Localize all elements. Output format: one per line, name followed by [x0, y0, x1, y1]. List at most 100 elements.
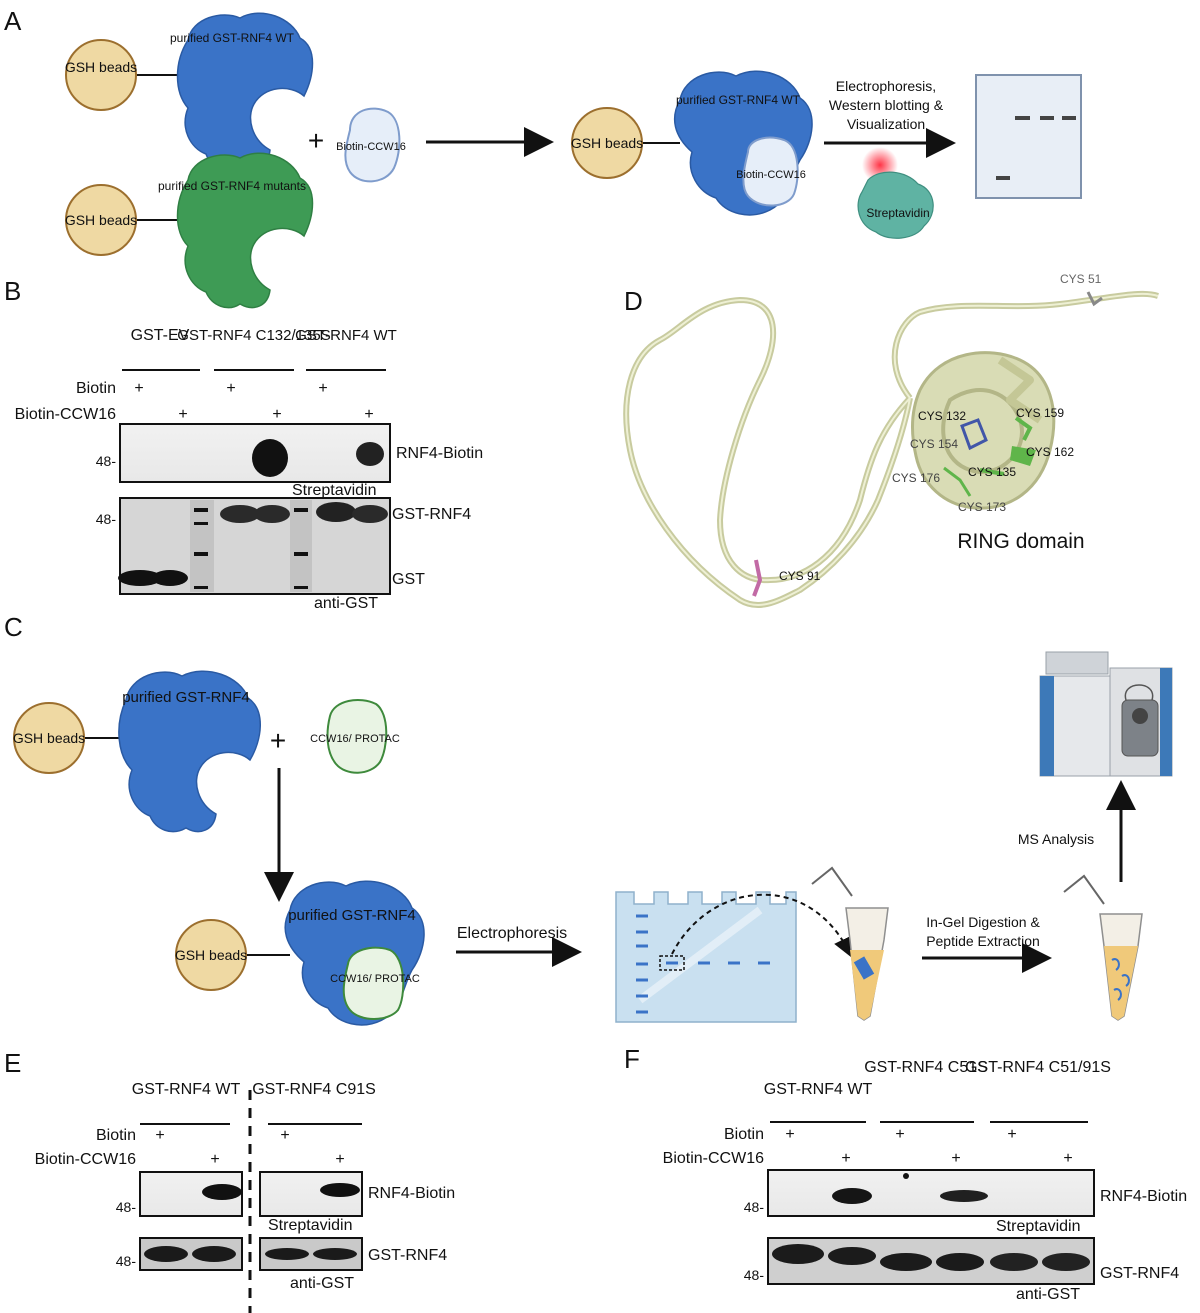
marker-48: 48- — [744, 1267, 765, 1283]
purified-complex-label: purified GST-RNF4 — [288, 907, 416, 924]
gel-ladder — [636, 914, 648, 1014]
blot-band — [316, 502, 356, 522]
plus-mark: + — [226, 380, 235, 397]
ligand-biotin-ccw16-icon — [344, 107, 401, 183]
band-label-gst-rnf4: GST-RNF4 — [368, 1247, 447, 1264]
tube-cap-icon — [1063, 874, 1105, 905]
blot-band — [990, 1253, 1038, 1271]
group-header-text: GST-EV — [131, 327, 190, 344]
gel-sheen — [637, 906, 763, 1004]
cys-176-sidechain — [943, 466, 972, 497]
group-header: GST-RNF4 C51S — [864, 1059, 988, 1076]
blot-result-icon — [975, 74, 1082, 199]
ligand-label: CCW16/ PROTAC — [310, 733, 400, 745]
gsh-bead-label: GSH beads — [571, 135, 643, 151]
panel-b: B GST-EV GST-RNF4 C132/135S GST-RNF4 WT … — [4, 276, 483, 612]
ladder-lane — [190, 500, 214, 592]
band-label-rnf4-biotin: RNF4-Biotin — [368, 1185, 455, 1202]
group-header: GST-RNF4 WT — [132, 1081, 241, 1098]
purified-wt-label: purified GST-RNF4 WT — [170, 31, 295, 45]
ladder-band — [194, 522, 208, 525]
blot-band — [144, 1246, 188, 1262]
blot-band — [772, 1244, 824, 1264]
gel-piece — [853, 956, 875, 980]
plus-mark: + — [1063, 1150, 1072, 1167]
ladder-band — [294, 508, 308, 512]
tube-liquid — [850, 950, 884, 1020]
ladder-lane — [290, 500, 312, 592]
plus-mark: + — [1007, 1126, 1016, 1143]
plus-mark: + — [272, 406, 281, 423]
group-header: GST-RNF4 C91S — [252, 1081, 376, 1098]
streptavidin-icon — [857, 171, 934, 239]
group-header: GST-RNF4 C51/91S — [965, 1059, 1111, 1076]
gsh-bead-label: GSH beads — [175, 947, 247, 963]
blot-band — [313, 1248, 357, 1260]
row-label-biotin: Biotin — [76, 380, 116, 397]
gel-icon — [615, 891, 797, 1023]
plus-mark: + — [134, 380, 143, 397]
row-label-biotin: Biotin — [96, 1127, 136, 1144]
plus-mark: + — [951, 1150, 960, 1167]
cys-159-sidechain — [1014, 416, 1033, 441]
plus-mark: + — [178, 406, 187, 423]
panel-f: F GST-RNF4 WT GST-RNF4 C51S GST-RNF4 C51… — [624, 1044, 1187, 1303]
blot-band — [202, 1184, 242, 1200]
ladder-band — [194, 552, 208, 556]
stain-label-anti-gst: anti-GST — [1016, 1286, 1080, 1303]
blot-band — [1042, 1253, 1090, 1271]
plus-mark: + — [335, 1151, 344, 1168]
blot-band — [828, 1247, 876, 1265]
panel-e: E GST-RNF4 WT GST-RNF4 C91S Biotin Bioti… — [4, 1048, 455, 1313]
plus-mark: + — [785, 1126, 794, 1143]
blot-streptavidin — [139, 1171, 243, 1217]
stain-label-streptavidin: Streptavidin — [292, 482, 377, 499]
plus-sign: + — [270, 725, 286, 756]
purified-label: purified GST-RNF4 — [122, 689, 250, 706]
marker-48: 48- — [96, 511, 117, 527]
digestion-line1: In-Gel Digestion & — [926, 914, 1040, 930]
ladder-band — [194, 508, 208, 512]
panel-label-f: F — [624, 1044, 640, 1074]
ladder-band — [294, 586, 308, 589]
ms-analysis-label: MS Analysis — [1018, 831, 1094, 847]
purified-mutants-label: purified GST-RNF4 mutants — [158, 179, 306, 193]
band-label-gst-rnf4: GST-RNF4 — [1100, 1265, 1179, 1282]
residue-label: CYS 135 — [968, 465, 1016, 479]
plus-mark: + — [364, 406, 373, 423]
group-header: GST-EV — [131, 327, 190, 344]
residue-label: CYS 51 — [1060, 272, 1102, 286]
gsh-bead-icon — [13, 702, 85, 774]
cys-91-sidechain — [752, 559, 763, 597]
row-label-biotin: Biotin — [724, 1126, 764, 1143]
blot-band — [352, 505, 388, 523]
row-label-biotin-ccw16: Biotin-CCW16 — [15, 406, 116, 423]
panel-label-c: C — [4, 612, 23, 642]
group-header: GST-RNF4 C132/135S — [177, 327, 330, 344]
plus-mark: + — [841, 1150, 850, 1167]
bound-ligand-icon — [742, 136, 799, 207]
protein-ribbon-highlight — [625, 292, 1159, 606]
blot-band — [192, 1246, 236, 1262]
marker-48: 48- — [116, 1253, 137, 1269]
panel-d: D CYS 51 CYS 132 CYS 159 CYS 154 CYS 162… — [623, 272, 1159, 608]
protein-wt-icon — [176, 12, 314, 173]
panel-label-d: D — [624, 286, 643, 316]
electrophoresis-label: Electrophoresis — [457, 925, 567, 942]
blot-band — [220, 505, 260, 523]
blot-band — [265, 1248, 309, 1260]
peptides-icon — [1111, 958, 1130, 1001]
cys-51-sidechain — [1086, 291, 1103, 307]
blot-band — [254, 505, 290, 523]
ring-domain-loop — [941, 388, 1024, 474]
ladder-band — [194, 586, 208, 589]
blot-band — [936, 1253, 984, 1271]
panel-label-a: A — [4, 6, 22, 36]
electro-line3: Visualization — [847, 116, 925, 132]
plus-mark: + — [280, 1127, 289, 1144]
gsh-bead-label: GSH beads — [65, 59, 137, 75]
plus-mark: + — [318, 380, 327, 397]
blot-band — [152, 570, 188, 586]
streptavidin-label: Streptavidin — [866, 206, 929, 220]
